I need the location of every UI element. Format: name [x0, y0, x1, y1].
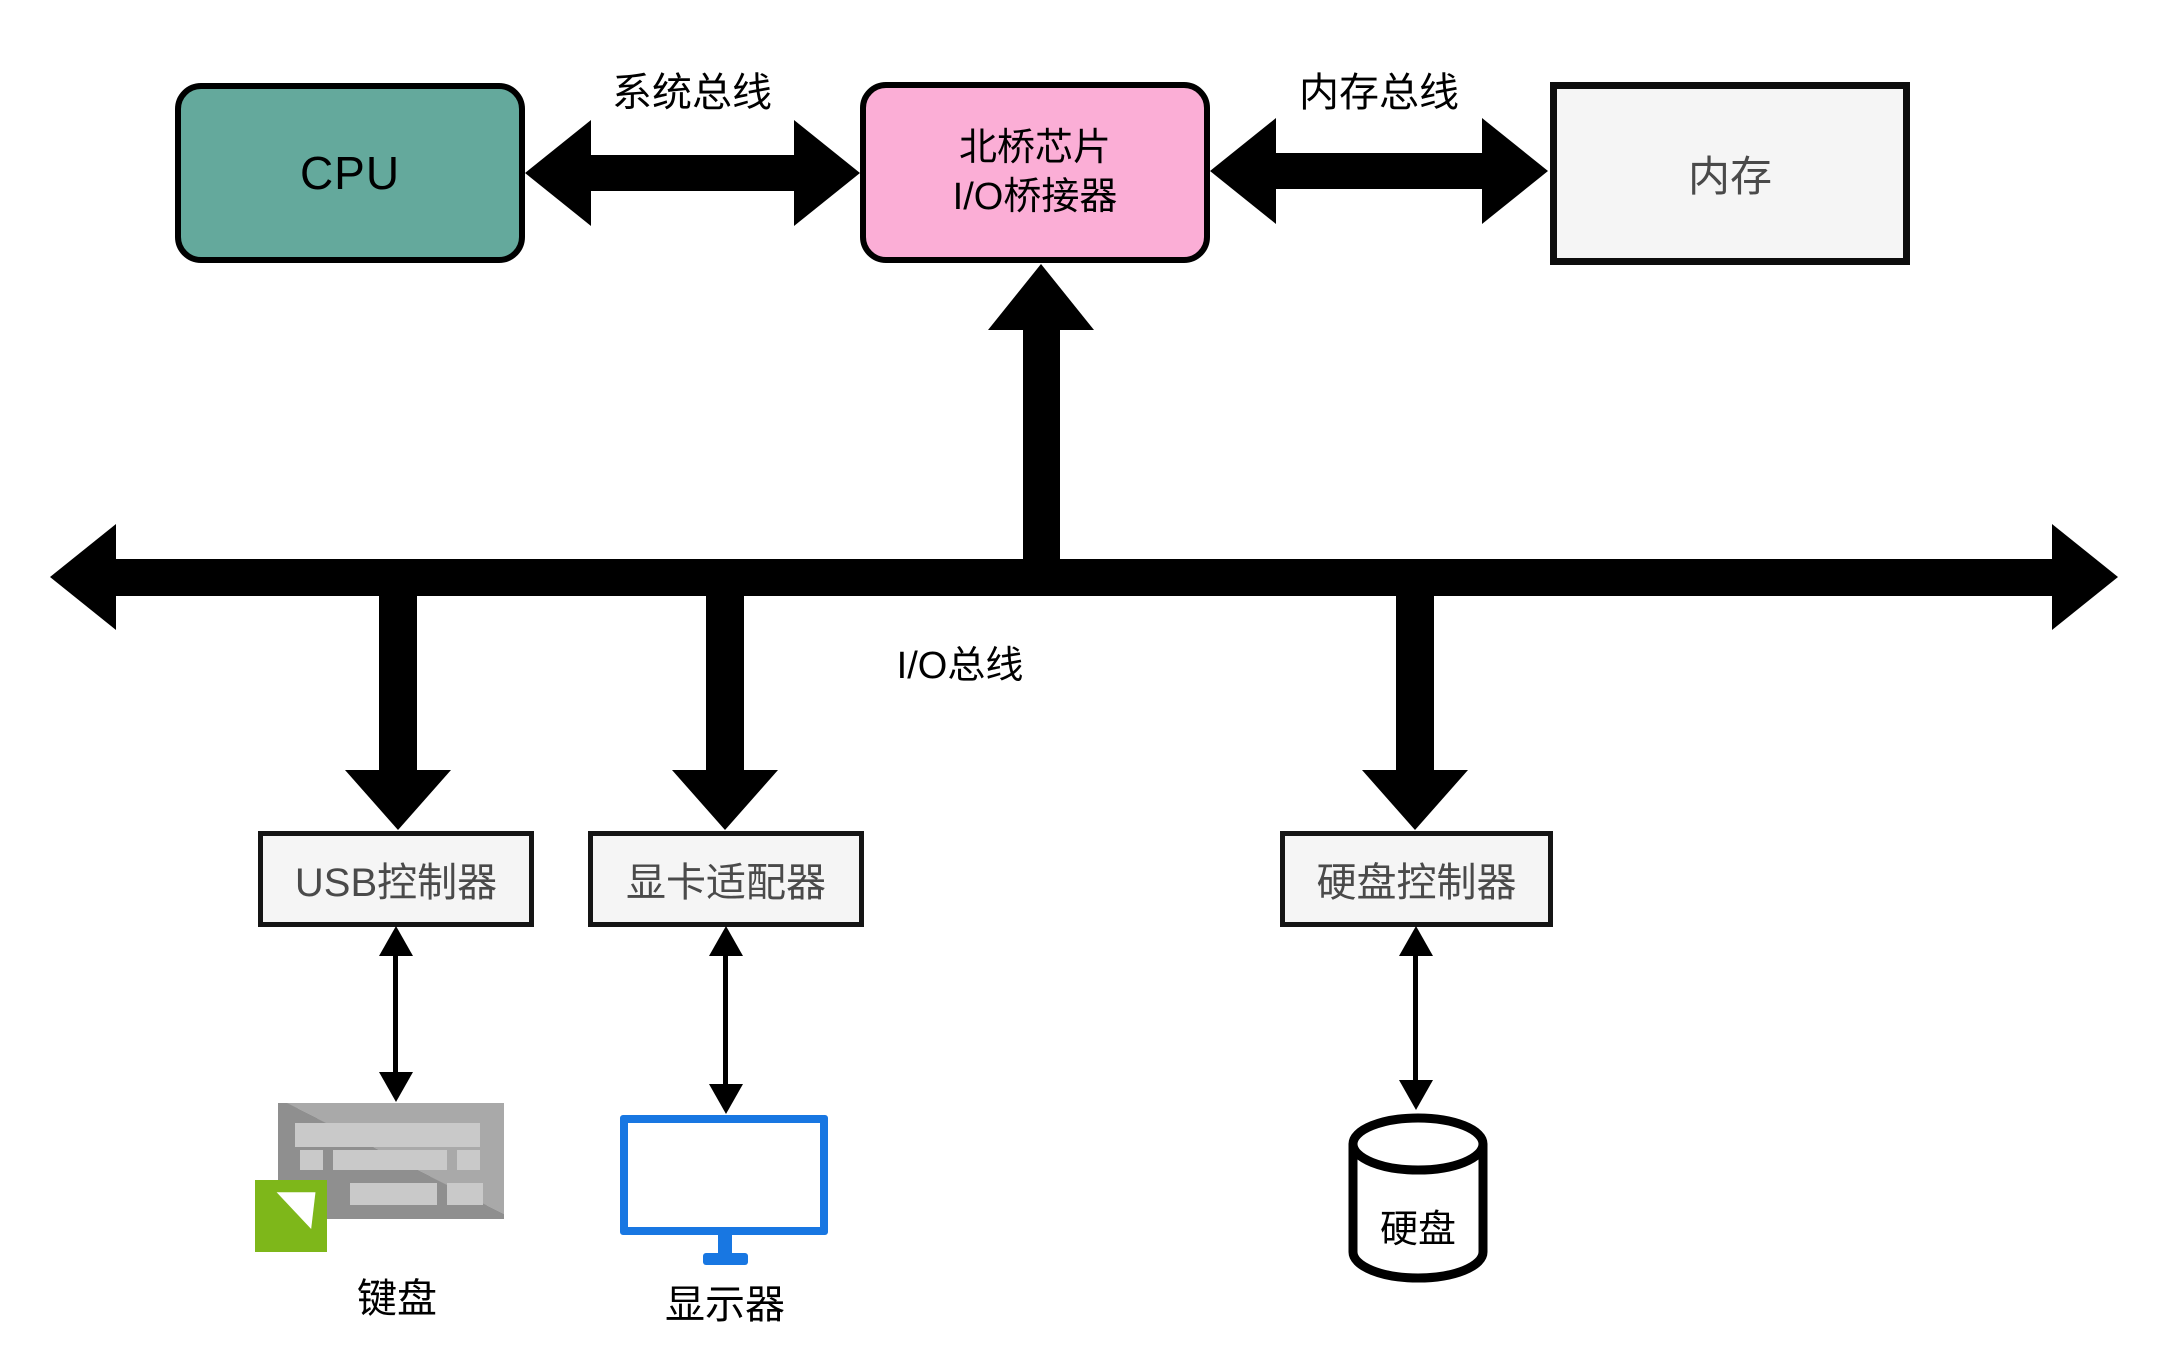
io-bus-arrowhead-left-icon: [50, 524, 116, 630]
system-bus-label: 系统总线: [612, 71, 772, 115]
arrow-line: [393, 940, 398, 1088]
usb-device-arrow-icon: [379, 926, 413, 1102]
usb-branch-shaft: [379, 594, 417, 772]
hdd-branch-shaft: [1396, 594, 1434, 772]
monitor-stand: [718, 1235, 732, 1255]
keyboard-key: [300, 1150, 323, 1170]
memory-node: 内存: [1550, 82, 1910, 265]
northbridge-label-line2: I/O桥接器: [952, 175, 1118, 218]
keyboard-label: 键盘: [357, 1277, 437, 1321]
keyboard-key: [350, 1183, 437, 1205]
arrowhead-left-icon: [1210, 118, 1276, 224]
arrowhead-right-icon: [1482, 118, 1548, 224]
northbridge-label-line1: 北桥芯片: [958, 126, 1111, 169]
memory-label: 内存: [1687, 153, 1772, 200]
cylinder-icon: [1348, 1113, 1488, 1283]
keyboard-key-row: [295, 1123, 480, 1147]
hard-disk-label: 硬盘: [1379, 1209, 1456, 1251]
hdd-controller-node: 硬盘控制器: [1280, 831, 1553, 927]
arrow-shaft: [1268, 153, 1490, 189]
monitor-icon: [620, 1115, 828, 1235]
keyboard-badge-icon: [255, 1180, 327, 1252]
io-bus-label: I/O总线: [896, 645, 1024, 687]
disk-device-arrow-icon: [1399, 926, 1433, 1110]
hdd-branch-arrowhead-icon: [1362, 770, 1468, 830]
memory-bus-label: 内存总线: [1299, 71, 1459, 115]
gpu-branch-arrowhead-icon: [672, 770, 778, 830]
cpu-label: CPU: [299, 147, 401, 199]
gpu-branch-shaft: [706, 594, 744, 772]
usb-branch-arrowhead-icon: [345, 770, 451, 830]
usb-controller-node: USB控制器: [258, 831, 534, 927]
keyboard-key: [333, 1150, 447, 1170]
arrowhead-down-icon: [379, 1072, 413, 1102]
northbridge-node: 北桥芯片 I/O桥接器: [860, 82, 1210, 263]
gpu-adapter-node: 显卡适配器: [588, 831, 864, 927]
monitor-device-arrow-icon: [709, 926, 743, 1114]
badge-triangle-icon: [276, 1192, 316, 1229]
keyboard-key: [447, 1183, 483, 1205]
arrowhead-down-icon: [1399, 1080, 1433, 1110]
hdd-controller-label: 硬盘控制器: [1316, 861, 1517, 905]
io-bridge-arrowhead-up-icon: [988, 264, 1094, 330]
arrow-shaft: [583, 155, 802, 191]
system-bus-arrow-icon: [525, 120, 860, 226]
io-bus-line: [108, 559, 2063, 596]
io-bridge-arrow-shaft: [1023, 324, 1060, 560]
arrow-line: [1413, 940, 1418, 1096]
monitor-base: [703, 1253, 748, 1265]
arrowhead-left-icon: [525, 120, 591, 226]
gpu-adapter-label: 显卡适配器: [626, 861, 826, 905]
usb-controller-label: USB控制器: [294, 861, 498, 905]
cpu-node: CPU: [175, 83, 525, 263]
keyboard-key: [457, 1150, 480, 1170]
memory-bus-arrow-icon: [1210, 118, 1548, 224]
monitor-label: 显示器: [665, 1283, 785, 1327]
arrowhead-down-icon: [709, 1084, 743, 1114]
arrow-line: [723, 940, 728, 1100]
arrowhead-right-icon: [794, 120, 860, 226]
hard-disk-icon: [1347, 1112, 1489, 1284]
io-bus-arrowhead-right-icon: [2052, 524, 2118, 630]
